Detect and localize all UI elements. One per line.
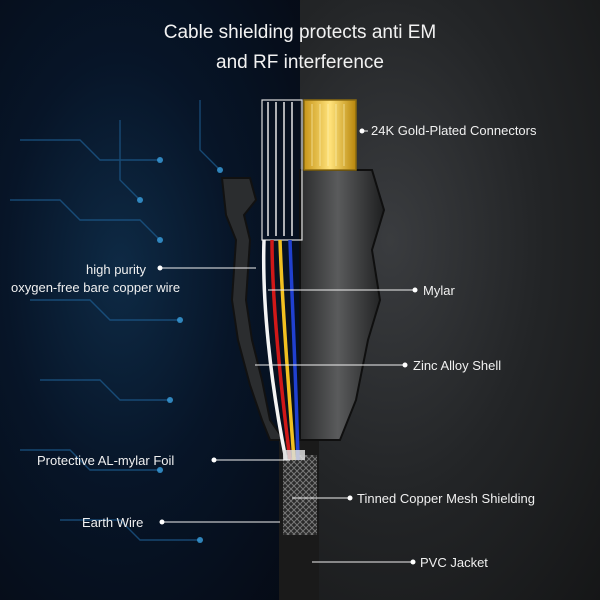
label-zinc-shell: Zinc Alloy Shell <box>413 358 502 373</box>
mesh-shielding <box>283 455 317 535</box>
wire-yellow <box>278 239 296 461</box>
label-mylar: Mylar <box>423 283 455 298</box>
title-line-1: Cable shielding protects anti EM <box>163 22 437 43</box>
inner-pins <box>267 102 293 236</box>
foil-band <box>283 450 305 460</box>
diagram-title: Cable shielding protects anti EM and RF … <box>0 18 600 78</box>
leader-lines <box>160 130 415 563</box>
label-copper-line2: oxygen-free bare copper wire <box>11 280 181 295</box>
circuit-traces <box>10 100 221 541</box>
conductors <box>261 239 300 461</box>
leader-dots <box>157 128 418 565</box>
pin-frame <box>261 99 303 241</box>
label-pvc-jacket: PVC Jacket <box>420 555 488 570</box>
circuit-nodes <box>137 157 223 543</box>
label-mesh-shielding: Tinned Copper Mesh Shielding <box>357 491 536 506</box>
wire-white <box>261 239 288 461</box>
gold-connector <box>303 99 357 171</box>
zinc-alloy-shell <box>299 169 386 441</box>
title-line-2: and RF interference <box>216 52 384 73</box>
cutaway-housing <box>220 177 286 441</box>
label-foil: Protective AL-mylar Foil <box>37 453 175 468</box>
label-gold-connectors: 24K Gold-Plated Connectors <box>371 123 537 138</box>
wire-red <box>270 239 292 461</box>
label-earth-wire: Earth Wire <box>82 515 144 530</box>
label-copper-line1: high purity <box>86 262 146 277</box>
wire-blue <box>288 239 300 461</box>
